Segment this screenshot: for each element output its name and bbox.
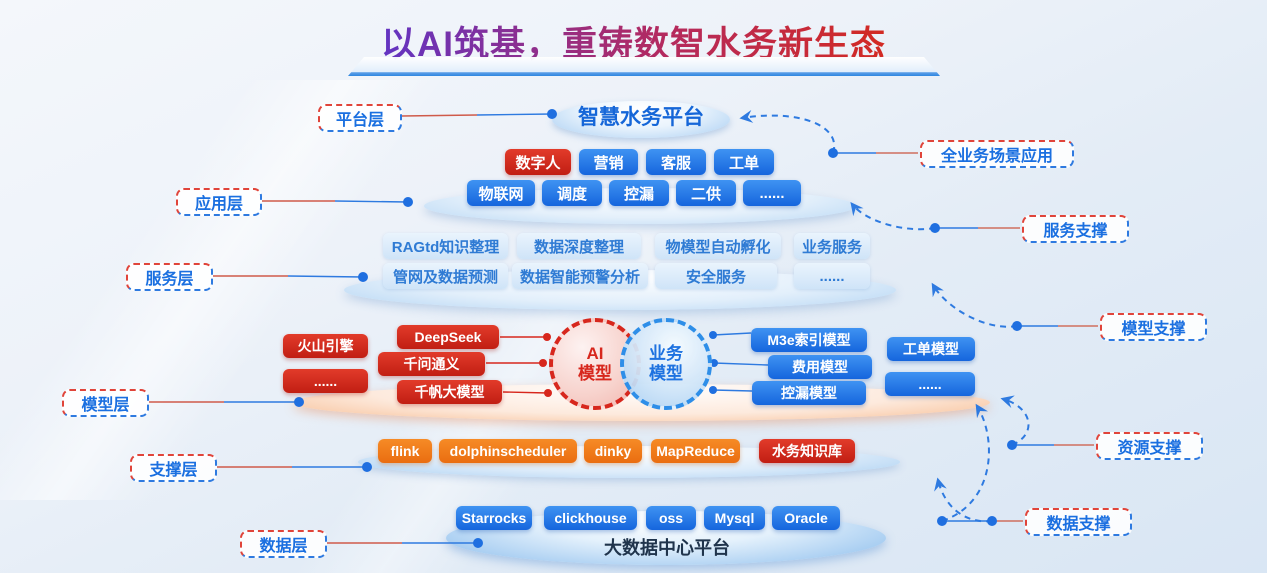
model-pill-volcano-engine: 火山引擎 [283, 334, 368, 358]
app-pill-customer-service: 客服 [646, 149, 706, 175]
title-banner-shape [348, 57, 940, 76]
data-pill-oss: oss [646, 506, 696, 530]
label-data-support: 数据支撑 [1025, 508, 1132, 536]
data-pill-oracle: Oracle [772, 506, 840, 530]
platform-layer-plate [552, 101, 730, 138]
data-pill-starrocks: Starrocks [456, 506, 532, 530]
service-pill-security: 安全服务 [655, 263, 777, 289]
arrow-to-model-2 [941, 403, 990, 522]
layer-label-support: 支撑层 [130, 454, 217, 482]
layer-label-service: 服务层 [126, 263, 213, 291]
model-pill-leak-control: 控漏模型 [752, 381, 866, 405]
business-model-circle: 业务 模型 [620, 318, 712, 410]
service-pill-alert-analysis: 数据智能预警分析 [512, 263, 648, 289]
model-pill-deepseek: DeepSeek [397, 325, 499, 349]
data-pill-clickhouse: clickhouse [544, 506, 637, 530]
model-pill-m3e-index: M3e索引模型 [751, 328, 867, 352]
support-pill-dolphinscheduler: dolphinscheduler [439, 439, 577, 463]
label-model-support: 模型支撑 [1100, 313, 1207, 341]
ai-model-label-line2: 模型 [578, 364, 612, 383]
app-pill-work-order: 工单 [714, 149, 774, 175]
app-pill-marketing: 营销 [579, 149, 638, 175]
arrow-to-platform [739, 109, 836, 154]
service-pill-data-depth: 数据深度整理 [517, 233, 641, 259]
arrow-to-application [850, 201, 936, 231]
support-pill-mapreduce: MapReduce [651, 439, 740, 463]
layer-label-platform: 平台层 [318, 104, 402, 132]
model-pill-fee: 费用模型 [768, 355, 872, 379]
service-pill-pipe-forecast: 管网及数据预测 [383, 263, 508, 289]
service-pill-thing-model: 物模型自动孵化 [655, 233, 781, 259]
label-full-business-scenarios: 全业务场景应用 [920, 140, 1074, 168]
model-pill-more-left: ...... [283, 369, 368, 393]
support-pill-flink: flink [378, 439, 432, 463]
model-pill-more-right: ...... [885, 372, 975, 396]
data-pill-mysql: Mysql [704, 506, 765, 530]
app-pill-iot: 物联网 [467, 180, 535, 206]
layer-label-model: 模型层 [62, 389, 149, 417]
app-pill-leak-control: 控漏 [609, 180, 669, 206]
ai-model-label-line1: AI [586, 344, 604, 363]
layer-label-application: 应用层 [176, 188, 262, 216]
platform-layer-title: 智慧水务平台 [578, 106, 704, 129]
layer-label-data: 数据层 [240, 530, 327, 558]
app-pill-dispatch: 调度 [542, 180, 602, 206]
label-service-support: 服务支撑 [1022, 215, 1129, 243]
model-pill-qianfan: 千帆大模型 [397, 380, 502, 404]
app-pill-secondary-supply: 二供 [676, 180, 736, 206]
business-model-label-line2: 模型 [649, 364, 683, 383]
arrow-to-model [1000, 395, 1030, 446]
model-pill-work-order: 工单模型 [887, 337, 975, 361]
label-resource-support: 资源支撑 [1096, 432, 1203, 460]
bigdata-center-title: 大数据中心平台 [604, 538, 730, 558]
support-pill-water-knowledge: 水务知识库 [759, 439, 855, 463]
service-pill-rag-knowledge: RAGtd知识整理 [383, 233, 508, 259]
business-model-label-line1: 业务 [649, 344, 683, 363]
service-pill-more: ...... [794, 263, 870, 289]
app-pill-digital-human: 数字人 [505, 149, 571, 175]
arrow-to-service [931, 282, 1018, 328]
model-pill-qianwen-tongyi: 千问通义 [378, 352, 485, 376]
service-pill-business-service: 业务服务 [794, 233, 870, 259]
app-pill-more: ...... [743, 180, 801, 206]
support-pill-dinky: dinky [584, 439, 642, 463]
arrow-to-support [934, 477, 993, 523]
